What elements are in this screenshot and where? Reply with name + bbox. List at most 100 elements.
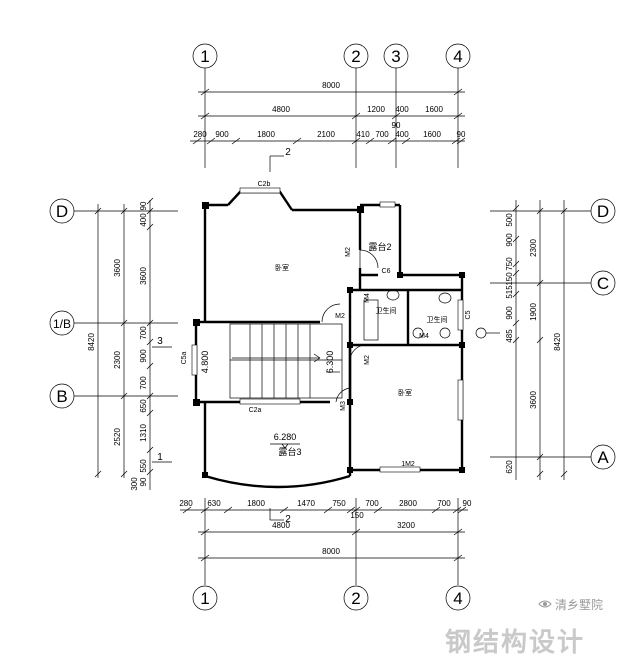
dim-top-410: 410 bbox=[356, 130, 370, 139]
dim-left-8420: 8420 bbox=[87, 333, 96, 351]
axis-bubble-bottom-4: 4 bbox=[453, 589, 462, 608]
dim-left-2300: 2300 bbox=[113, 351, 122, 369]
axis-bubble-bottom-1: 1 bbox=[200, 589, 209, 608]
dim-top-280: 280 bbox=[193, 130, 207, 139]
columns bbox=[193, 202, 465, 478]
dim-right-515: 515 bbox=[505, 285, 514, 299]
dim-top-4800: 4800 bbox=[272, 105, 290, 114]
section-mark-1: 1 bbox=[157, 452, 163, 463]
stairs bbox=[229, 323, 343, 399]
dim-left-700a: 700 bbox=[139, 326, 148, 340]
dim-top-total: 8000 bbox=[322, 81, 340, 90]
axis-bubble-bottom-2: 2 bbox=[351, 589, 360, 608]
axis-bubble-left-D: D bbox=[56, 202, 68, 221]
dim-top-2100: 2100 bbox=[317, 130, 335, 139]
tag-window-C5a: C5a bbox=[181, 351, 188, 364]
dim-bottom-280: 280 bbox=[179, 499, 193, 508]
section-mark-3: 3 bbox=[157, 336, 163, 347]
dim-right-620: 620 bbox=[505, 460, 514, 474]
dim-right-500: 500 bbox=[505, 213, 514, 227]
axis-bubble-top-1: 1 bbox=[200, 47, 209, 66]
dim-bottom-630: 630 bbox=[207, 499, 221, 508]
dim-left-300: 300 bbox=[130, 477, 139, 491]
dim-left-550: 550 bbox=[139, 459, 148, 473]
dim-top-900: 900 bbox=[215, 130, 229, 139]
dim-top-1600b: 1600 bbox=[423, 130, 441, 139]
dim-left-700b: 700 bbox=[139, 376, 148, 390]
dim-top-1800: 1800 bbox=[257, 130, 275, 139]
door-swings bbox=[321, 249, 379, 403]
brand-logo-icon bbox=[538, 600, 552, 608]
dim-left-3600: 3600 bbox=[113, 259, 122, 277]
dim-right-900b: 900 bbox=[505, 306, 514, 320]
dim-bottom-150: 150 bbox=[350, 511, 364, 520]
dim-left-90-bottom: 90 bbox=[139, 477, 148, 486]
elevation-marks: 4.800 6.300 6.280 bbox=[200, 351, 335, 449]
dim-bottom-700a: 700 bbox=[365, 499, 379, 508]
dim-bottom-1800: 1800 bbox=[247, 499, 265, 508]
dim-right-2300: 2300 bbox=[529, 239, 538, 257]
room-bedroom-right: 卧室 bbox=[398, 388, 412, 397]
room-balcony-2: 露台2 bbox=[368, 241, 391, 252]
tag-window-C6: C6 bbox=[382, 268, 391, 275]
tag-door-M3: M3 bbox=[340, 401, 347, 411]
tag-door-M4-b: M4 bbox=[419, 333, 429, 340]
axis-bubble-right-D: D bbox=[597, 202, 609, 221]
tag-door-M2-b: M2 bbox=[335, 313, 345, 320]
elev-stair-left: 4.800 bbox=[200, 351, 210, 374]
room-bedroom-top: 卧室 bbox=[275, 263, 289, 272]
right-axis-bubbles: D C A bbox=[490, 198, 616, 470]
dim-right-8420: 8420 bbox=[553, 333, 562, 351]
tag-window-C2b: C2b bbox=[258, 181, 271, 188]
dim-top-1600: 1600 bbox=[425, 105, 443, 114]
watermark-brand: 清乡墅院 bbox=[555, 598, 604, 612]
axis-bubble-right-C: C bbox=[597, 274, 609, 293]
axis-bubble-left-1B: 1/B bbox=[53, 317, 71, 331]
room-labels: 卧室 卧室 露台2 露台3 卫生间 卫生间 bbox=[275, 241, 448, 457]
bottom-dimension-chains: 280 630 1800 1470 750 150 700 2800 700 9… bbox=[179, 499, 472, 562]
tag-labels: M2 M2 M2 M3 M4 M4 1M2 C2b C6 C2a C5a C5 bbox=[181, 181, 472, 468]
axis-marker-small bbox=[475, 327, 500, 339]
tag-window-C5: C5 bbox=[465, 310, 472, 319]
dim-bottom-8000: 8000 bbox=[322, 547, 340, 556]
tag-door-M4-a: M4 bbox=[364, 293, 371, 303]
dim-right-3600: 3600 bbox=[529, 391, 538, 409]
dim-top-400: 400 bbox=[395, 105, 409, 114]
bottom-axis-bubbles: 1 2 4 bbox=[192, 585, 471, 611]
dim-top-1200: 1200 bbox=[367, 105, 385, 114]
dim-right-750: 750 bbox=[505, 257, 514, 271]
dim-bottom-1470: 1470 bbox=[297, 499, 315, 508]
bathroom-fixtures bbox=[363, 289, 452, 341]
elev-balcony: 6.280 bbox=[274, 432, 297, 442]
dim-top-700: 700 bbox=[375, 130, 389, 139]
axis-bubble-top-3: 3 bbox=[391, 47, 400, 66]
dim-left-900: 900 bbox=[139, 349, 148, 363]
section-mark-top-2: 2 bbox=[285, 147, 291, 158]
section-mark-bottom-2: 2 bbox=[285, 514, 291, 525]
dim-left-1310: 1310 bbox=[139, 424, 148, 442]
dim-right-485: 485 bbox=[505, 329, 514, 343]
tag-door-M2-c: M2 bbox=[364, 355, 371, 365]
dim-left-400: 400 bbox=[139, 213, 148, 227]
axis-bubble-left-B: B bbox=[56, 387, 67, 406]
dim-left-3600-inner: 3600 bbox=[139, 267, 148, 285]
dim-bottom-2800: 2800 bbox=[399, 499, 417, 508]
dim-right-900a: 900 bbox=[505, 233, 514, 247]
top-dimension-chains: 8000 4800 1200 400 1600 90 280 900 1800 … bbox=[190, 81, 466, 145]
left-axis-bubbles: D 1/B B bbox=[49, 198, 178, 409]
dim-bottom-750: 750 bbox=[332, 499, 346, 508]
dim-top-90: 90 bbox=[457, 130, 466, 139]
axis-lines-vertical bbox=[204, 68, 459, 585]
dim-bottom-700b: 700 bbox=[437, 499, 451, 508]
watermark-text: 钢结构设计 bbox=[445, 627, 586, 657]
tag-door-M2-a: M2 bbox=[345, 247, 352, 257]
right-dimension-chains: 500 900 750 150 515 900 485 2300 1900 36… bbox=[505, 200, 568, 480]
room-balcony-3: 露台3 bbox=[278, 446, 301, 457]
dim-top-400b: 400 bbox=[395, 130, 409, 139]
section-marks: 2 2 3 1 bbox=[152, 147, 291, 525]
left-dimension-chains: 8420 3600 2300 2520 90 400 3600 700 900 … bbox=[87, 197, 154, 491]
axis-bubble-top-4: 4 bbox=[453, 47, 462, 66]
windows bbox=[191, 187, 464, 473]
elev-stair-right: 6.300 bbox=[325, 351, 335, 374]
dim-left-650: 650 bbox=[139, 399, 148, 413]
